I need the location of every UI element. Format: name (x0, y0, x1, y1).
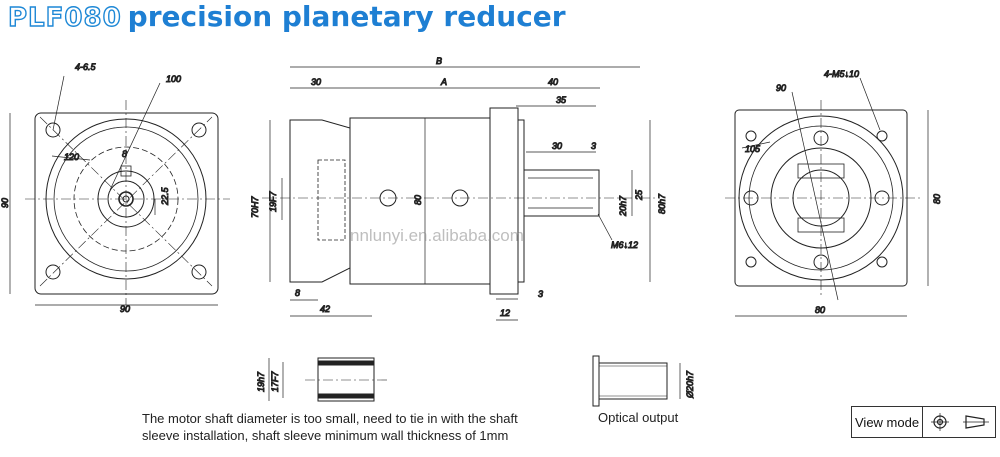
front-hole-bl (45, 264, 61, 280)
view-mode-box: View mode (851, 406, 996, 438)
front-view (9, 75, 230, 306)
side-dim-thread: M6↓12 (611, 240, 638, 250)
side-dim-8: 8 (295, 288, 300, 298)
sleeve-note-line1: The motor shaft diameter is too small, n… (142, 411, 518, 426)
front-dim-pcd: 100 (166, 74, 181, 84)
rear-tap-tr (876, 130, 888, 142)
front-hole-br (191, 264, 207, 280)
sleeve-dim-19h7: 19h7 (256, 371, 266, 392)
side-output-flange (489, 107, 519, 295)
side-dim-3b: 3 (538, 289, 543, 299)
side-dim-20h7: 20h7 (618, 195, 628, 217)
front-hole-tl (45, 122, 61, 138)
optical-output-drawing (592, 355, 681, 407)
rear-dim-holes: 4-M5↓10 (824, 69, 859, 79)
sleeve-body (317, 357, 375, 402)
side-output-shaft (523, 169, 600, 217)
optical-shaft (598, 362, 668, 400)
side-dim-30b: 30 (552, 141, 562, 151)
front-hole-tr (191, 122, 207, 138)
rear-tap-br (876, 256, 888, 268)
rear-tap-tl (745, 130, 757, 142)
watermark: nnlunyi.en.alibaba.com (350, 226, 524, 245)
side-dim-A: A (440, 77, 447, 87)
side-dim-80: 80 (413, 195, 423, 205)
rear-dim-80v: 80 (932, 194, 942, 204)
sleeve-note: The motor shaft diameter is too small, n… (142, 410, 518, 444)
page-title: PLF080 precision planetary reducer (7, 0, 566, 40)
side-dim-19F7: 19F7 (268, 190, 278, 212)
optical-caption: Optical output (598, 410, 679, 425)
side-dim-25: 25 (634, 189, 644, 201)
side-view (262, 66, 655, 321)
side-dim-35: 35 (556, 95, 567, 105)
optical-dim-20h7: Ø20h7 (685, 370, 695, 399)
rear-tap-bl (745, 256, 757, 268)
first-angle-projection-icon (930, 413, 949, 431)
rear-dim-105: 105 (745, 144, 761, 154)
view-mode-label: View mode (852, 407, 924, 437)
side-dim-80h7: 80h7 (657, 193, 667, 214)
front-dim-angle: 120 (64, 152, 79, 162)
rear-dim-90: 90 (776, 83, 786, 93)
side-dim-B: B (436, 56, 442, 66)
side-dim-12: 12 (500, 308, 510, 318)
side-dim-30: 30 (311, 77, 321, 87)
sleeve-drawing (268, 357, 390, 402)
rear-dim-80h: 80 (815, 305, 825, 315)
front-dim-width: 90 (120, 304, 130, 314)
front-dim-height: 90 (0, 198, 10, 208)
optical-flange (592, 355, 600, 407)
front-dim-holes: 4-6.5 (75, 62, 97, 72)
rear-view (725, 77, 929, 317)
sleeve-note-line2: sleeve installation, shaft sleeve minimu… (142, 428, 509, 443)
front-dim-key: 8 (122, 149, 127, 159)
side-dim-70H7: 70H7 (250, 195, 260, 218)
front-flange-outline (34, 112, 219, 295)
front-dim-shaft-ref: 22.5 (160, 186, 170, 206)
side-dim-40: 40 (548, 77, 558, 87)
side-adapter (289, 119, 351, 283)
sleeve-dim-17F7: 17F7 (270, 370, 280, 392)
projection-cone-icon (962, 415, 989, 429)
side-dim-3: 3 (591, 141, 596, 151)
model-name: PLF080 (7, 2, 122, 33)
product-title: precision planetary reducer (127, 0, 566, 33)
side-dim-42: 42 (320, 304, 330, 314)
